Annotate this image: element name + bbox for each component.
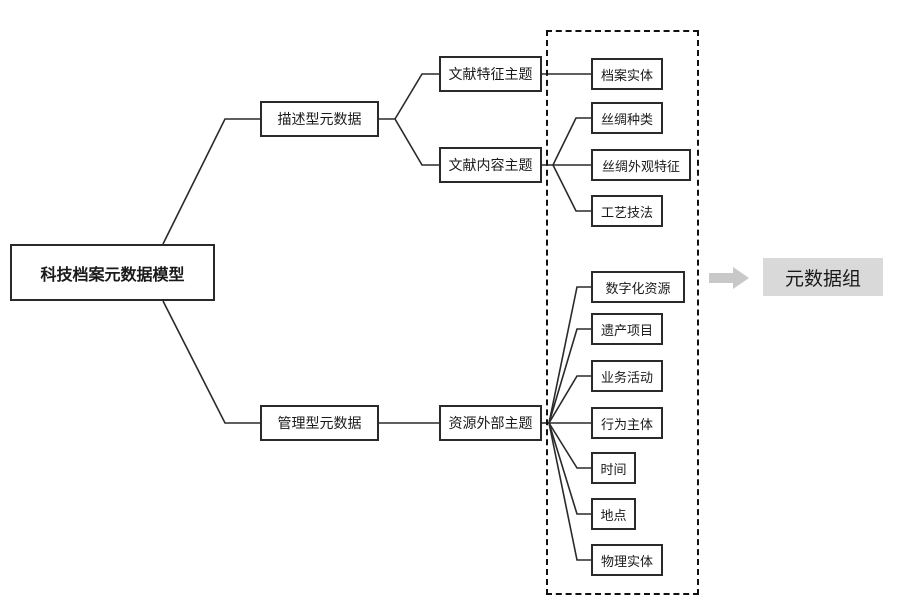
leaf-node: 业务活动	[591, 360, 663, 392]
leaf-node: 丝绸外观特征	[591, 149, 691, 181]
metadata-element-group-frame	[546, 30, 699, 595]
leaf-node: 档案实体	[591, 58, 663, 90]
leaf-node: 遗产项目	[591, 313, 663, 345]
descriptive-metadata-node: 描述型元数据	[260, 101, 379, 137]
metadata-group-label: 元数据组	[763, 258, 883, 296]
root-node: 科技档案元数据模型	[10, 244, 215, 301]
leaf-node: 数字化资源	[591, 271, 685, 303]
leaf-node: 物理实体	[591, 544, 663, 576]
connector-external-fan	[542, 286, 591, 561]
right-arrow-icon	[709, 267, 749, 289]
connector-root-management	[162, 300, 260, 424]
leaf-node: 时间	[591, 452, 636, 484]
leaf-node: 工艺技法	[591, 195, 663, 227]
feature-topic-node: 文献特征主题	[439, 56, 542, 92]
content-topic-node: 文献内容主题	[439, 147, 542, 183]
external-topic-node: 资源外部主题	[439, 405, 542, 441]
management-metadata-node: 管理型元数据	[260, 405, 379, 441]
connector-descriptive-feature	[379, 73, 439, 120]
leaf-node: 行为主体	[591, 407, 663, 439]
leaf-node: 地点	[591, 498, 636, 530]
connector-descriptive-content	[394, 118, 439, 166]
connector-root-descriptive	[162, 118, 260, 245]
leaf-node: 丝绸种类	[591, 102, 663, 134]
